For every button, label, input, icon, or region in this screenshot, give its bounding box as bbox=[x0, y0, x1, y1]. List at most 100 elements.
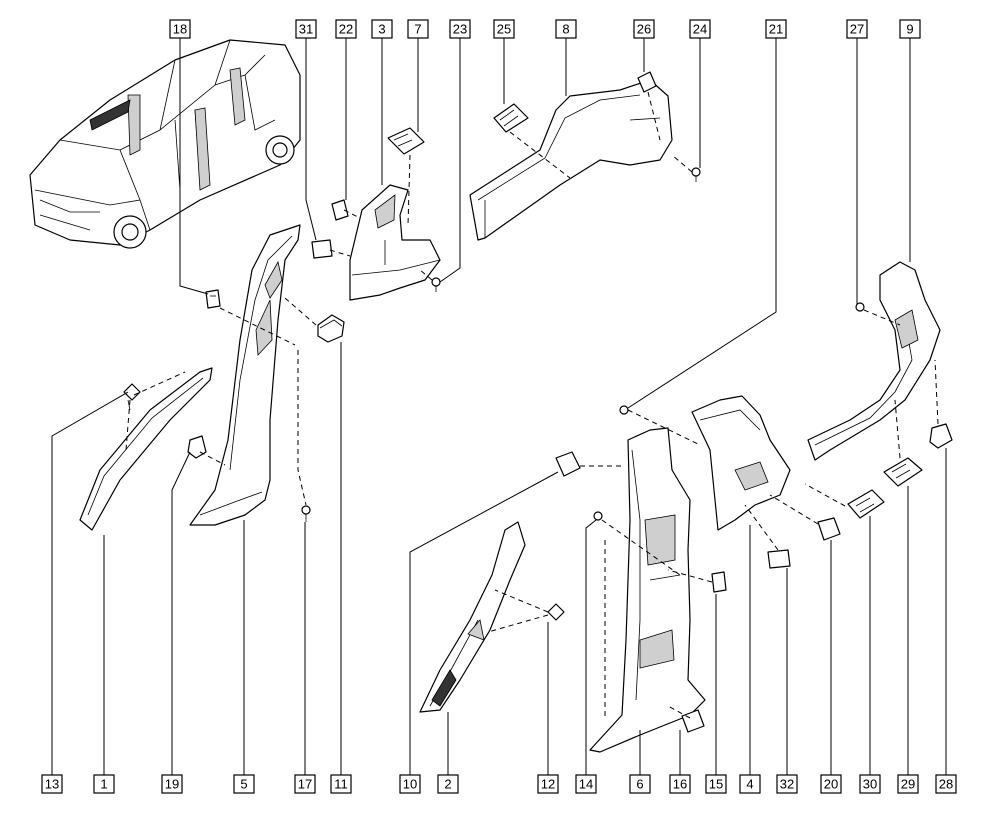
part-24-screw bbox=[691, 167, 701, 182]
callout-17-label: 17 bbox=[298, 777, 312, 792]
part-28-plug bbox=[929, 423, 953, 449]
callout-5: 5 bbox=[233, 774, 255, 794]
part-30-clip bbox=[847, 489, 885, 519]
part-7-clip bbox=[387, 127, 425, 155]
callout-21-label: 21 bbox=[769, 22, 783, 37]
callout-9: 9 bbox=[899, 19, 921, 39]
callout-18-label: 18 bbox=[173, 22, 187, 37]
part-21-screw bbox=[619, 405, 629, 415]
part-17-screw bbox=[301, 505, 311, 522]
callout-15-label: 15 bbox=[709, 777, 723, 792]
callout-28-label: 28 bbox=[939, 777, 953, 792]
callout-32-label: 32 bbox=[780, 777, 794, 792]
part-2-lower-trim bbox=[419, 521, 526, 713]
callout-11-label: 11 bbox=[334, 777, 348, 792]
part-29-clip bbox=[883, 457, 923, 487]
callout-27-label: 27 bbox=[850, 22, 864, 37]
part-18-clip bbox=[205, 289, 221, 309]
part-26-clip bbox=[637, 71, 657, 93]
callout-7-label: 7 bbox=[414, 22, 421, 37]
part-3-bracket bbox=[349, 184, 441, 301]
callout-13: 13 bbox=[41, 774, 63, 794]
callout-15: 15 bbox=[705, 774, 727, 794]
assembly-lines bbox=[125, 91, 939, 720]
callout-16-label: 16 bbox=[673, 777, 687, 792]
part-27-screw bbox=[855, 302, 865, 312]
callout-13-label: 13 bbox=[45, 777, 59, 792]
callout-7: 7 bbox=[407, 19, 429, 39]
part-16-plug bbox=[681, 709, 705, 733]
callout-23: 23 bbox=[449, 19, 471, 39]
part-6-b-pillar-trim bbox=[589, 427, 706, 753]
callout-24-label: 24 bbox=[693, 22, 707, 37]
callout-24: 24 bbox=[689, 19, 711, 39]
callout-5-label: 5 bbox=[240, 777, 247, 792]
callout-22-label: 22 bbox=[339, 22, 353, 37]
part-23-screw bbox=[431, 277, 441, 292]
callout-4-label: 4 bbox=[746, 777, 753, 792]
part-13-clip bbox=[123, 383, 141, 411]
callout-19-label: 19 bbox=[165, 777, 179, 792]
callout-14-label: 14 bbox=[579, 777, 593, 792]
callout-19: 19 bbox=[161, 774, 183, 794]
callout-23-label: 23 bbox=[453, 22, 467, 37]
callout-2: 2 bbox=[437, 774, 459, 794]
callout-9-label: 9 bbox=[906, 22, 913, 37]
callout-20-label: 20 bbox=[824, 777, 838, 792]
callout-1-label: 1 bbox=[100, 777, 107, 792]
callout-25-label: 25 bbox=[497, 22, 511, 37]
part-4-bracket bbox=[691, 395, 791, 531]
callout-30: 30 bbox=[859, 774, 881, 794]
part-10-clip bbox=[555, 451, 581, 477]
callout-26-label: 26 bbox=[637, 22, 651, 37]
callout-10: 10 bbox=[399, 774, 421, 794]
callout-3-label: 3 bbox=[378, 22, 385, 37]
callout-31: 31 bbox=[295, 19, 317, 39]
callout-18: 18 bbox=[169, 19, 191, 39]
callout-17: 17 bbox=[294, 774, 316, 794]
part-31-pad bbox=[311, 239, 333, 259]
callout-28: 28 bbox=[935, 774, 957, 794]
callout-11: 11 bbox=[330, 774, 352, 794]
part-19-clip bbox=[187, 435, 207, 459]
callout-16: 16 bbox=[669, 774, 691, 794]
callout-30-label: 30 bbox=[863, 777, 877, 792]
part-1-a-pillar-trim bbox=[79, 367, 213, 531]
part-11-block bbox=[317, 314, 345, 343]
part-5-pillar-trim bbox=[189, 224, 301, 526]
callout-3: 3 bbox=[371, 19, 393, 39]
leader-lines bbox=[51, 38, 947, 775]
callout-2-label: 2 bbox=[444, 777, 451, 792]
callout-14: 14 bbox=[575, 774, 597, 794]
part-14-screw bbox=[593, 511, 603, 521]
callout-29: 29 bbox=[897, 774, 919, 794]
callout-12-label: 12 bbox=[541, 777, 555, 792]
part-15-clip bbox=[711, 571, 727, 593]
part-9-d-pillar-trim bbox=[807, 261, 941, 461]
callout-6: 6 bbox=[629, 774, 651, 794]
part-25-clip bbox=[493, 103, 529, 133]
callout-25: 25 bbox=[493, 19, 515, 39]
callout-10-label: 10 bbox=[403, 777, 417, 792]
callout-26: 26 bbox=[633, 19, 655, 39]
callout-4: 4 bbox=[739, 774, 761, 794]
callout-31-label: 31 bbox=[299, 22, 313, 37]
callout-22: 22 bbox=[335, 19, 357, 39]
callout-27: 27 bbox=[846, 19, 868, 39]
callout-12: 12 bbox=[537, 774, 559, 794]
callout-6-label: 6 bbox=[636, 777, 643, 792]
callout-20: 20 bbox=[820, 774, 842, 794]
part-32-pad bbox=[767, 549, 791, 569]
callout-1: 1 bbox=[93, 774, 115, 794]
callout-29-label: 29 bbox=[901, 777, 915, 792]
part-8-upper-trim bbox=[469, 79, 673, 241]
callout-21: 21 bbox=[765, 19, 787, 39]
callout-8-label: 8 bbox=[562, 22, 569, 37]
part-12-clip bbox=[547, 603, 565, 621]
part-20-plug bbox=[817, 517, 841, 541]
vehicle-overview bbox=[29, 39, 301, 249]
callout-32: 32 bbox=[776, 774, 798, 794]
part-22-clip bbox=[331, 199, 349, 221]
callout-8: 8 bbox=[555, 19, 577, 39]
